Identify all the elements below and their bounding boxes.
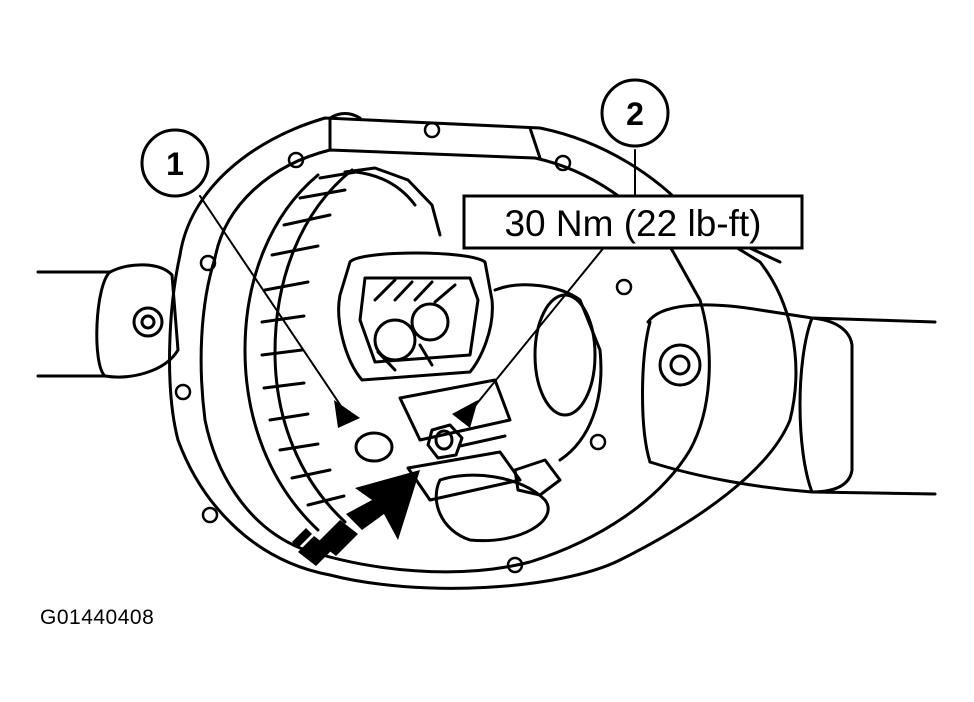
callout-circle-2 xyxy=(600,78,670,148)
callout-number-1: 1 xyxy=(166,146,184,182)
plug xyxy=(354,431,394,463)
torque-spec-box xyxy=(462,194,804,250)
bearing-cap xyxy=(398,283,603,543)
direction-arrow xyxy=(292,470,420,566)
cover-bolt-holes xyxy=(174,121,633,574)
left-axle-tube xyxy=(36,263,180,379)
ring-gear xyxy=(243,166,442,532)
leader-line-2 xyxy=(469,149,636,413)
arrowhead-1 xyxy=(334,400,360,428)
torque-spec-label: 30 Nm (22 lb-ft) xyxy=(504,203,761,244)
arrowhead-2 xyxy=(452,400,478,428)
callout-circle-1 xyxy=(140,128,210,198)
callout-number-2: 2 xyxy=(626,96,644,132)
carrier-housing xyxy=(168,112,798,590)
figure-id: G01440408 xyxy=(40,606,155,629)
leader-line-1 xyxy=(199,195,346,413)
bolt xyxy=(426,423,507,460)
right-axle-tube xyxy=(641,223,937,496)
differential-case xyxy=(337,251,494,382)
